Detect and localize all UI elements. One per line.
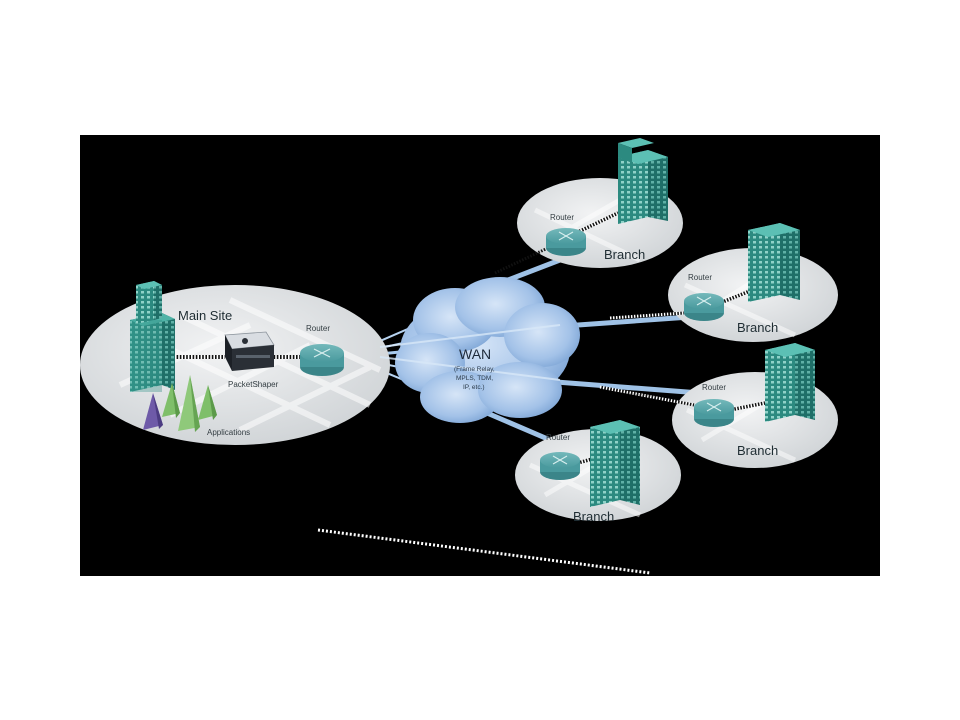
dotted-divider — [317, 528, 651, 575]
main-site-router — [300, 344, 344, 376]
branch-1-router-label: Router — [550, 213, 574, 222]
branch-4-building — [590, 420, 640, 507]
branch-2-building — [748, 223, 800, 302]
branch-1-label: Branch — [604, 247, 645, 262]
branch-1-router — [546, 228, 586, 256]
applications-label: Applications — [207, 428, 250, 437]
main-site-label: Main Site — [178, 308, 232, 323]
packetshaper-label: PacketShaper — [228, 380, 279, 389]
branch-3-building — [765, 343, 815, 422]
main-site: Main Site PacketShaper Router — [80, 281, 390, 445]
branch-site-3: Router Branch — [599, 343, 838, 468]
packetshaper-appliance — [224, 331, 275, 371]
main-site-building — [130, 281, 175, 392]
branch-4-label: Branch — [573, 509, 614, 524]
applications-icon — [143, 375, 217, 432]
branch-4-router-label: Router — [546, 433, 570, 442]
link-wan-branch-4 — [479, 407, 551, 443]
wan-title: WAN — [459, 346, 491, 362]
branch-2-router — [684, 293, 724, 321]
wan-cloud: WAN (Frame Relay, MPLS, TDM, IP, etc.) — [379, 277, 580, 423]
branch-site-1: Router Branch — [494, 138, 683, 275]
branch-3-label: Branch — [737, 443, 778, 458]
branch-site-2: Router Branch — [609, 223, 838, 342]
branch-2-router-label: Router — [688, 273, 712, 282]
branch-1-building — [618, 138, 668, 224]
branch-3-router-label: Router — [702, 383, 726, 392]
main-router-label: Router — [306, 324, 330, 333]
wan-detail-line-2: MPLS, TDM, — [456, 375, 493, 382]
wan-detail-line-1: (Frame Relay, — [454, 366, 495, 373]
branch-site-4: Router Branch — [515, 420, 681, 524]
wan-detail-line-3: IP, etc.) — [463, 384, 485, 391]
branch-3-router — [694, 399, 734, 427]
branch-2-label: Branch — [737, 320, 778, 335]
branch-4-router — [540, 452, 580, 480]
network-diagram: Main Site PacketShaper Router — [80, 135, 880, 576]
